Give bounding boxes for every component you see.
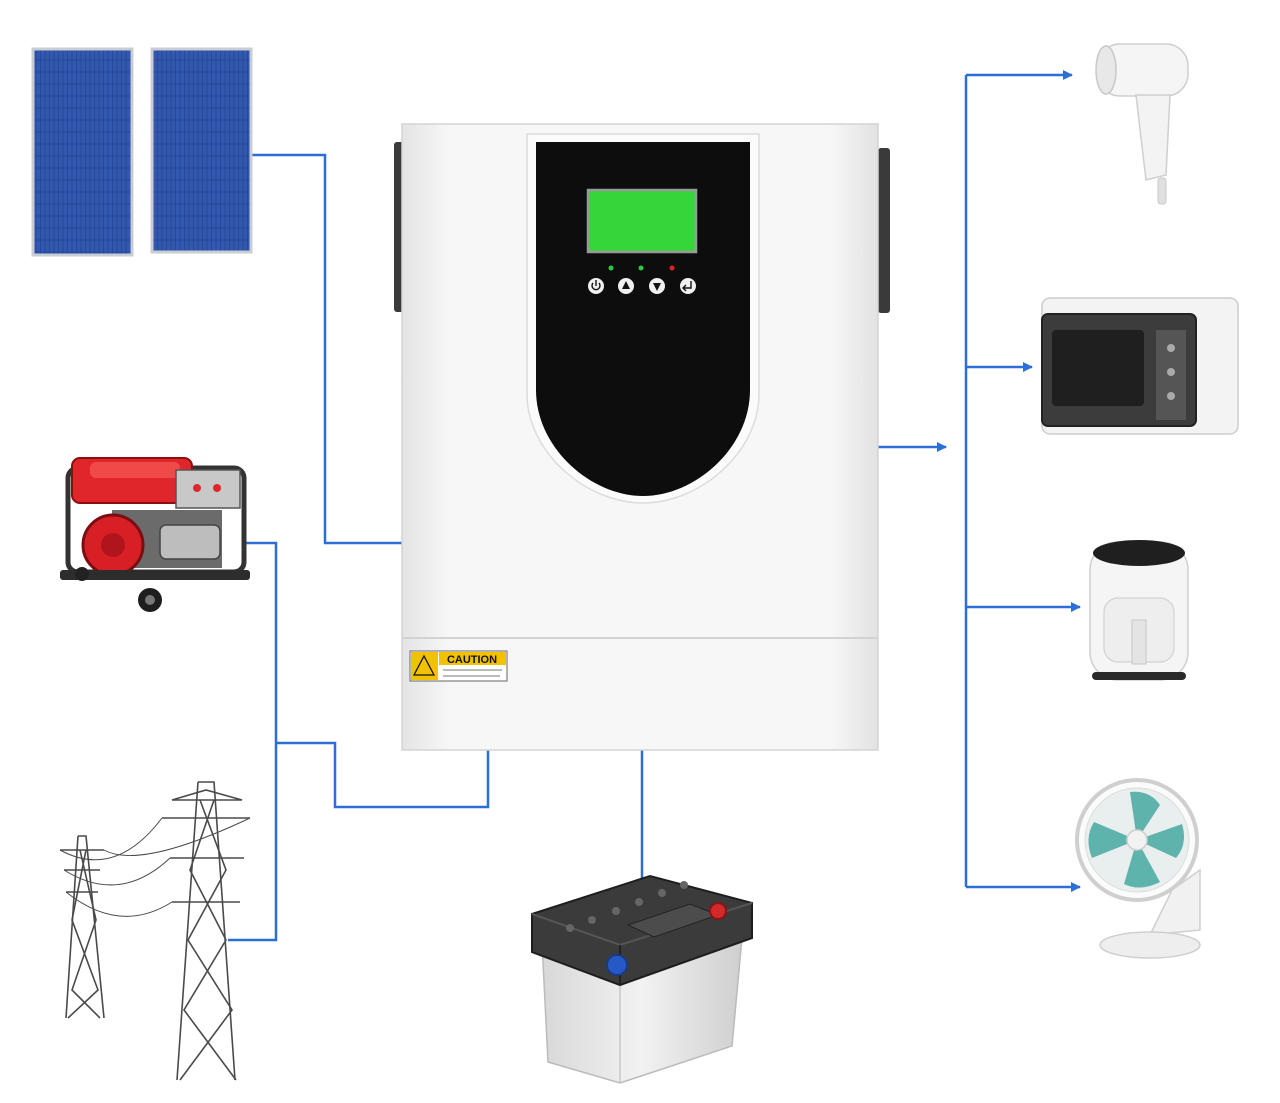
desk-fan <box>1075 778 1201 959</box>
warning-icon <box>412 654 436 676</box>
power-icon <box>591 282 601 291</box>
enter-icon <box>682 281 692 292</box>
inverter-side-bracket-right <box>878 148 890 313</box>
power-button <box>588 278 604 294</box>
solar-panels <box>31 47 253 257</box>
up-arrow-icon <box>622 281 630 289</box>
enter-button <box>680 278 696 294</box>
down-arrow-icon <box>653 283 661 291</box>
hybrid-inverter: CAUTION <box>394 123 890 751</box>
connection-wires <box>228 70 1081 942</box>
utility-grid <box>59 781 251 1081</box>
air-fryer <box>1089 540 1189 681</box>
wire-generator-to-bus <box>228 541 278 942</box>
generator <box>60 457 250 612</box>
solar-panel-right <box>150 47 253 254</box>
wire-ac-input-to-inverter <box>276 741 490 809</box>
battery <box>531 874 753 1084</box>
lcd-display <box>586 188 698 254</box>
negative-terminal <box>606 954 628 976</box>
caution-title: CAUTION <box>447 654 497 666</box>
hair-dryer <box>1095 43 1189 205</box>
positive-terminal <box>709 902 727 920</box>
indicator-light-inv <box>638 265 644 271</box>
caution-label: CAUTION <box>409 650 508 682</box>
wire-solar-to-inverter <box>250 153 404 545</box>
microwave-oven <box>1041 297 1239 435</box>
solar-panel-left <box>31 47 134 257</box>
indicator-light-fault <box>669 265 675 271</box>
down-button <box>649 278 665 294</box>
up-button <box>618 278 634 294</box>
indicator-light-ac <box>608 265 614 271</box>
